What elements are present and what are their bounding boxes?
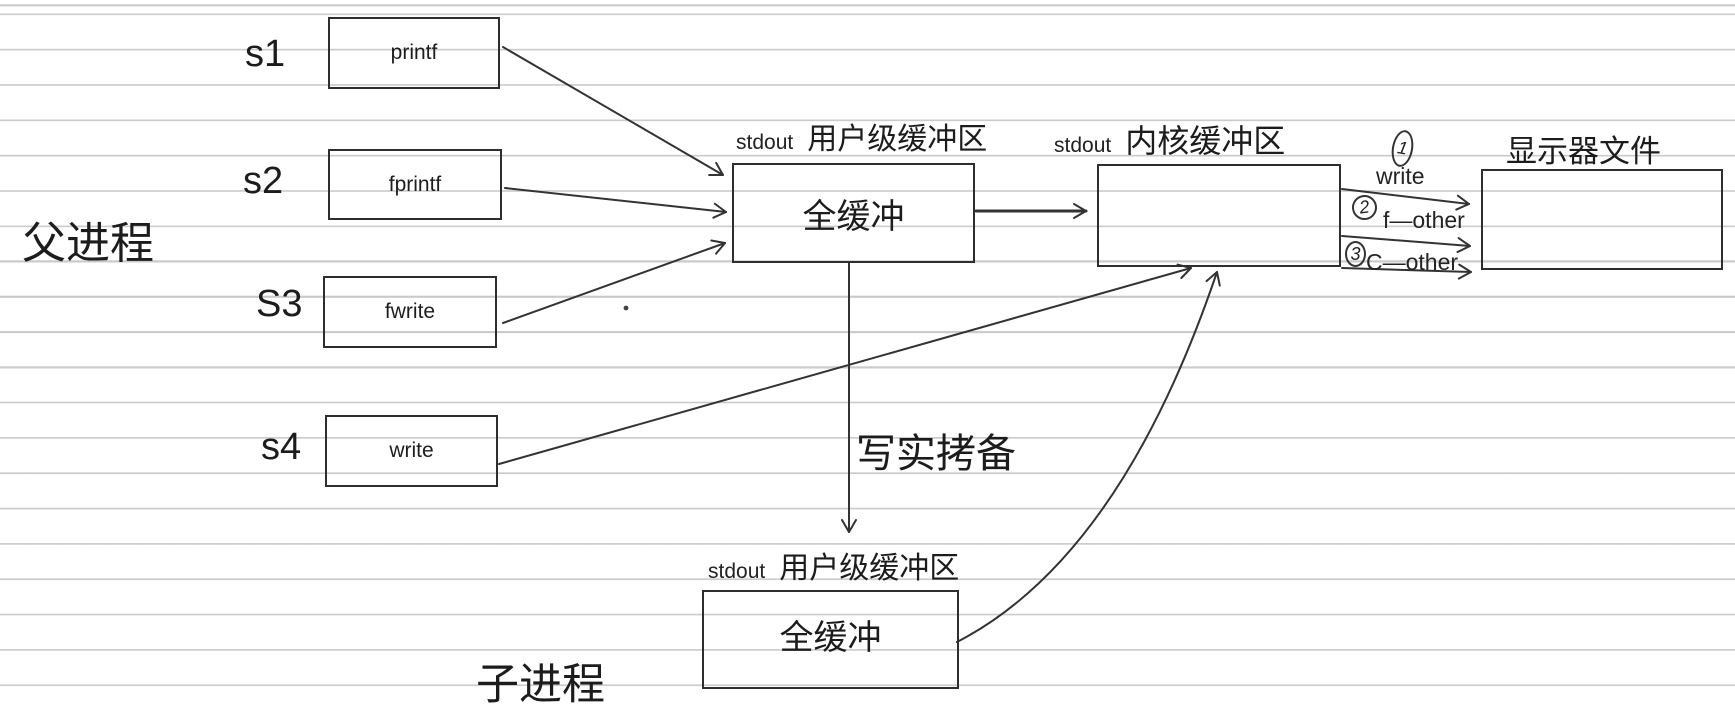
write-box: write (325, 415, 498, 487)
child-process-label: 子进程 (476, 661, 605, 709)
arrow-s3-to-user-buffer (502, 239, 726, 324)
arrow-child-buffer-to-kernel-buffer (956, 271, 1221, 643)
kernel-buffer-title: 内核缓冲区 (1125, 123, 1286, 159)
child-user-buffer-caption: stdout 用户级缓冲区 (708, 543, 959, 587)
fprintf-box-label: fprintf (388, 172, 442, 196)
write-box-label: write (389, 439, 434, 462)
arrow-c-other-to-display (1341, 263, 1472, 280)
kernel-buffer-caption: stdout 内核缓冲区 (1054, 116, 1285, 162)
parent-stdout-label: stdout (736, 131, 794, 154)
parent-user-buffer-title: 用户级缓冲区 (807, 123, 988, 156)
source-label-s1: s1 (245, 33, 286, 75)
copy-on-write-label: 写实拷备 (856, 432, 1016, 476)
child-user-buffer-title: 用户级缓冲区 (779, 552, 960, 585)
kernel-stdout-label: stdout (1054, 134, 1112, 157)
parent-user-buffer-box: 全缓冲 (732, 163, 975, 263)
display-file-box (1481, 169, 1723, 270)
arrow-s2-to-user-buffer (504, 187, 727, 219)
child-user-buffer-box: 全缓冲 (702, 590, 959, 689)
child-stdout-label: stdout (708, 560, 766, 583)
fwrite-box-label: fwrite (384, 300, 436, 323)
fwrite-box: fwrite (323, 276, 497, 348)
write-path-label: write (1376, 163, 1425, 189)
printf-box: printf (328, 17, 500, 89)
stray-dot (623, 305, 629, 311)
circled-number-3: 3 (1345, 241, 1366, 267)
parent-process-label: 父进程 (22, 219, 154, 268)
display-file-title: 显示器文件 (1506, 134, 1661, 169)
parent-user-buffer-caption: stdout 用户级缓冲区 (736, 114, 987, 158)
arrow-s4-to-kernel-buffer (498, 263, 1192, 465)
printf-box-label: printf (390, 41, 438, 64)
source-label-s2: s2 (243, 160, 284, 202)
kernel-buffer-box (1097, 164, 1341, 267)
c-other-path-label: C—other (1366, 249, 1459, 275)
f-other-path-label: f—other (1383, 207, 1465, 233)
arrow-s1-to-user-buffer (502, 46, 724, 177)
source-label-s4: s4 (261, 426, 302, 468)
child-buffer-mode-label: 全缓冲 (779, 619, 882, 657)
arrow-f-other-to-display (1341, 235, 1471, 254)
arrow-write-to-display (1341, 188, 1470, 211)
parent-buffer-mode-label: 全缓冲 (802, 197, 905, 236)
source-label-s3: S3 (256, 283, 303, 325)
fprintf-box: fprintf (328, 149, 502, 220)
